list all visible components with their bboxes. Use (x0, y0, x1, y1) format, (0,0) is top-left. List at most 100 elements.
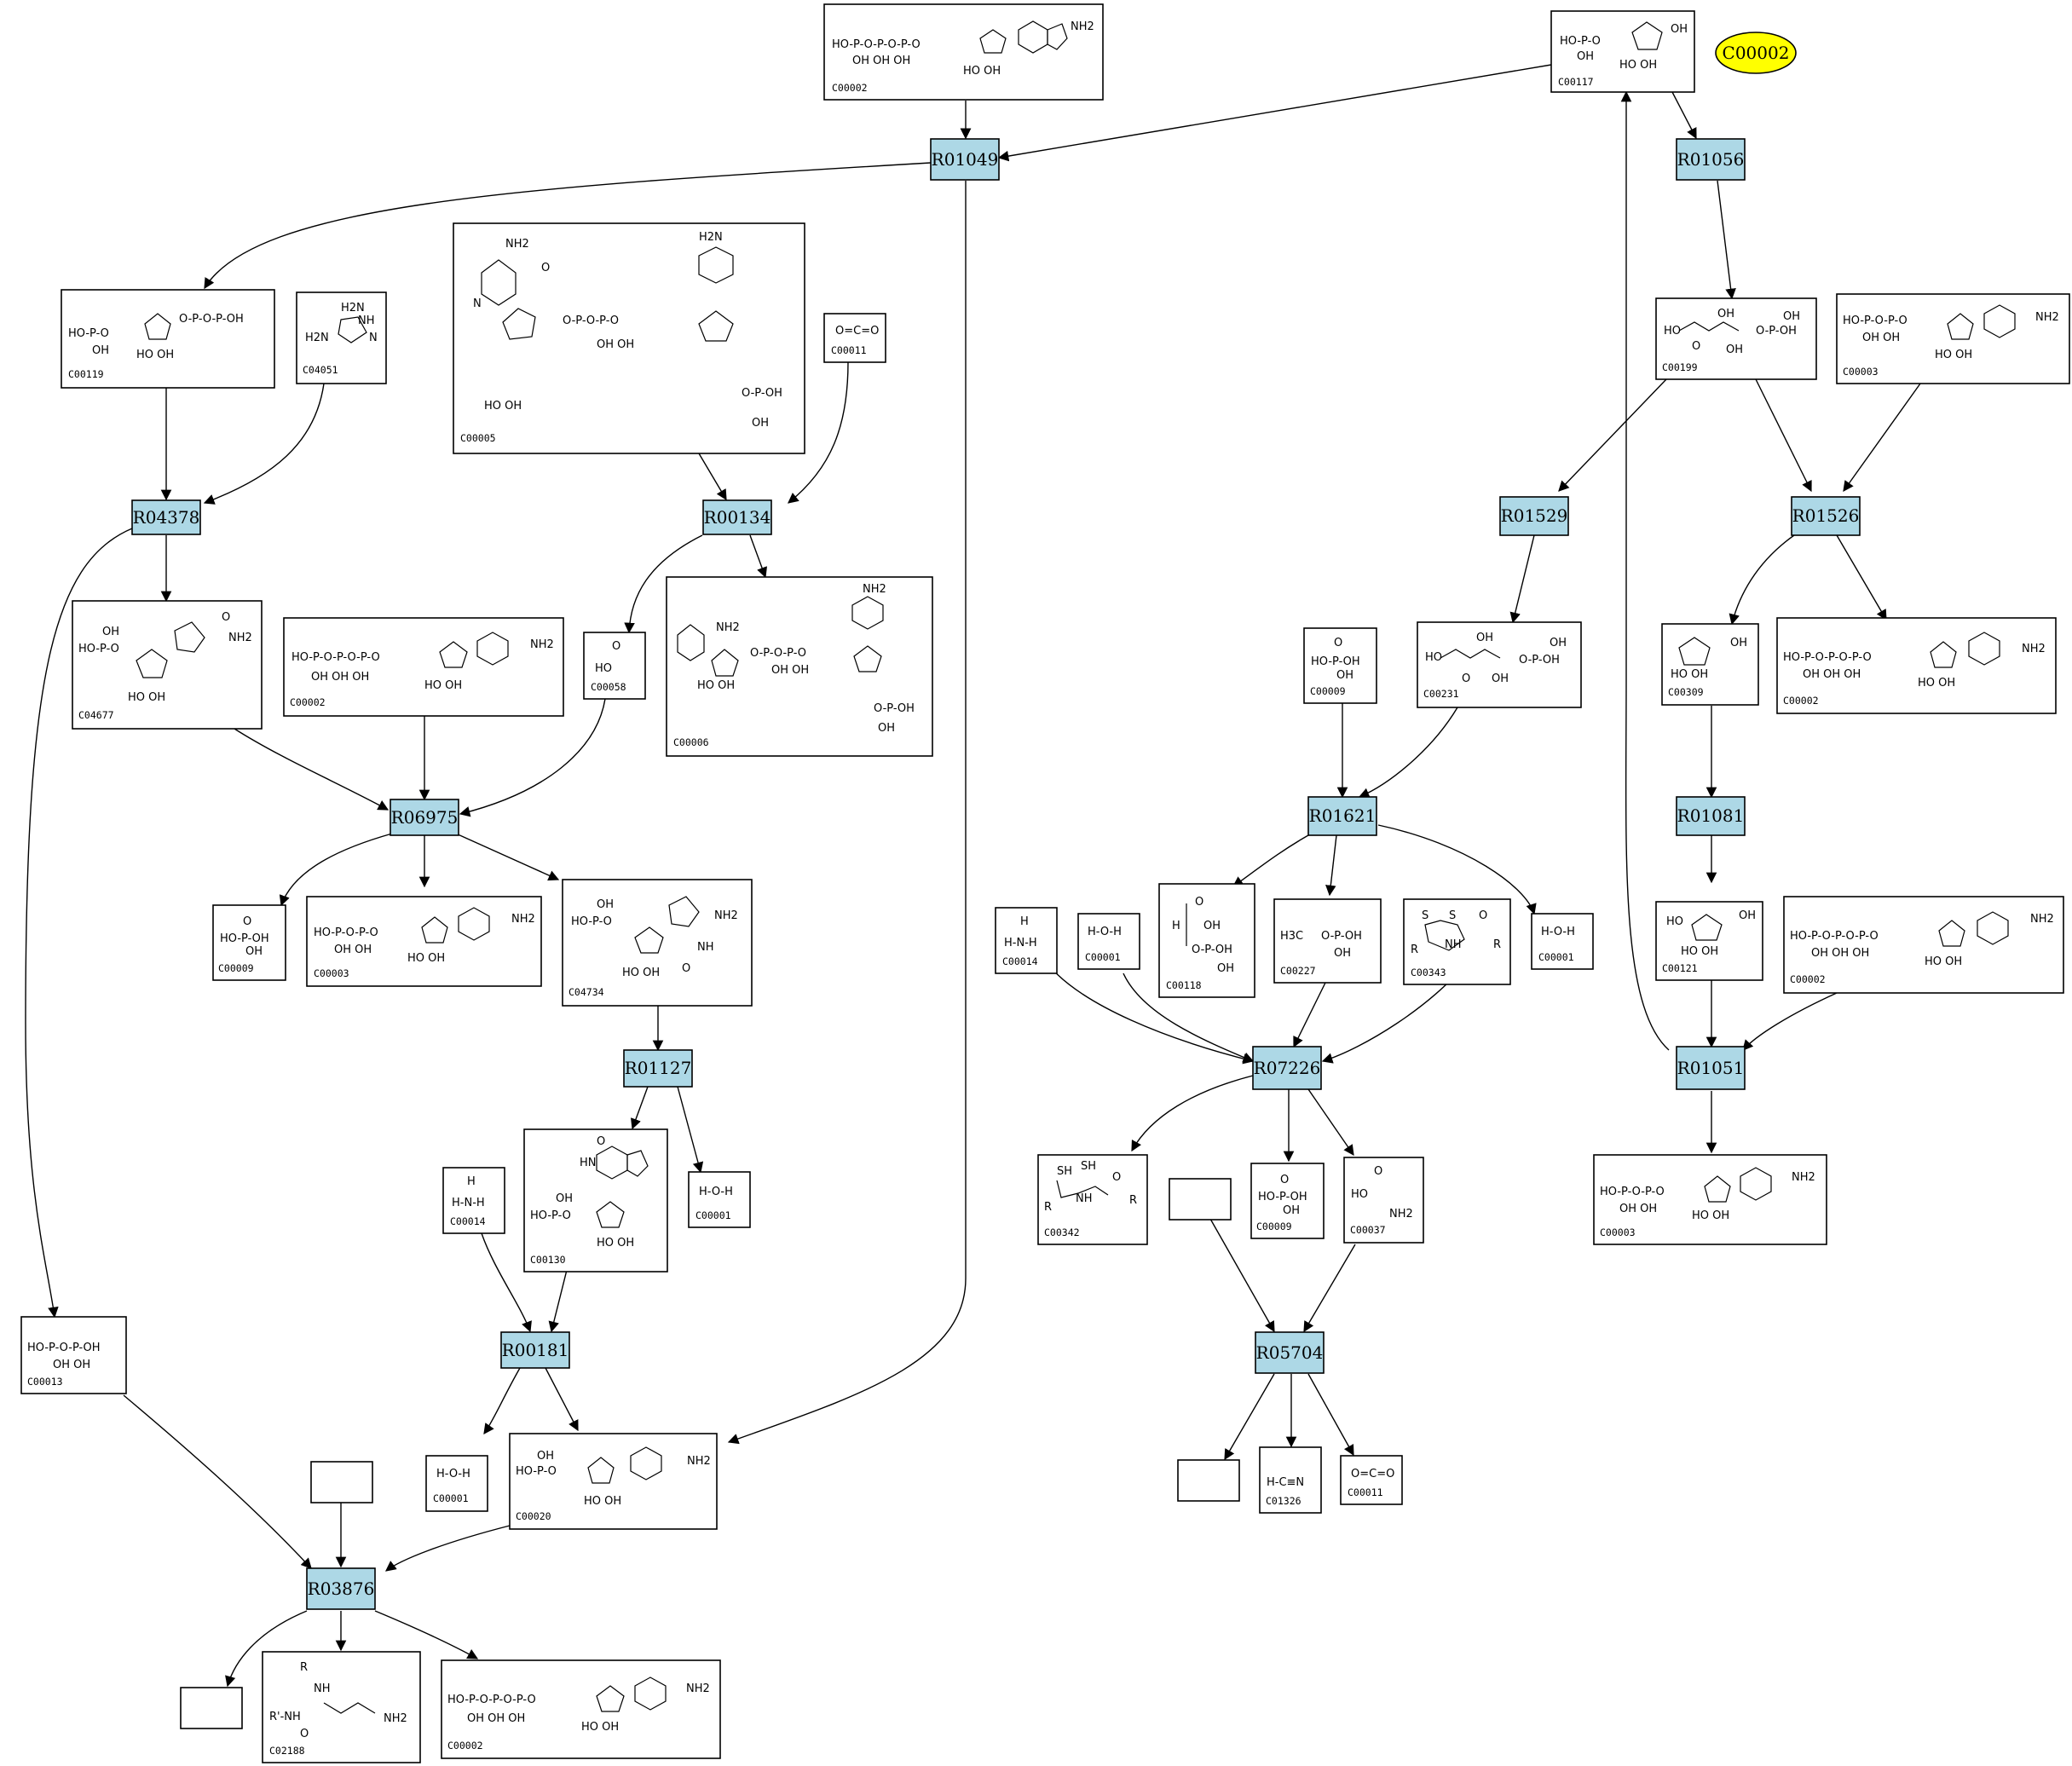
formula-fragment: HO OH (407, 952, 445, 965)
compound-c00231[interactable]: HO OH O-P-OH O OH OH C00231 (1417, 621, 1582, 708)
formula-fragment: N (369, 332, 378, 344)
compound-c00003-c[interactable]: HO-P-O-P-O OH OH NH2 HO OH C00003 (1593, 1154, 1827, 1245)
formula-fragment: O (1334, 637, 1342, 649)
formula-fragment: NH2 (1071, 20, 1094, 33)
formula-fragment: O-P-OH (1321, 930, 1362, 943)
reaction-id: R01081 (1677, 805, 1745, 826)
compound-c00003-a[interactable]: HO-P-O-P-O OH OH NH2 HO OH C00003 (306, 896, 542, 987)
compound-c00009-a[interactable]: O HO-P-OH OH C00009 (212, 904, 286, 981)
formula-fragment: H (467, 1175, 476, 1188)
compound-c00118[interactable]: O H OH O-P-OH OH C00118 (1158, 883, 1255, 998)
compound-id: C00014 (1002, 955, 1038, 967)
compound-c00342[interactable]: SH SH R NH O R C00342 (1037, 1154, 1148, 1245)
reaction-r04378[interactable]: R04378 (131, 499, 201, 535)
compound-c00020[interactable]: HO-P-O OH NH2 HO OH C00020 (509, 1433, 718, 1530)
compound-c00014-b[interactable]: H H-N-H C00014 (995, 907, 1058, 974)
reaction-r06975[interactable]: R06975 (390, 799, 459, 836)
compound-c00002-d[interactable]: HO-P-O-P-O-P-O OH OH OH NH2 HO OH C00002 (1776, 617, 2057, 714)
formula-fragment: HO OH (484, 400, 522, 413)
compound-c00011-a[interactable]: O=C=O C00011 (823, 313, 886, 363)
compound-c02188[interactable]: R NH R'-NH O NH2 C02188 (262, 1651, 421, 1763)
compound-c00002-b[interactable]: HO-P-O-P-O-P-O OH OH OH NH2 HO OH C00002 (283, 617, 564, 717)
reaction-id: R05704 (1256, 1342, 1324, 1363)
formula-fragment: H2N (341, 302, 365, 315)
compound-c00014-a[interactable]: H H-N-H C00014 (442, 1167, 505, 1234)
formula-fragment: HO OH (1925, 955, 1962, 968)
compound-id: C00342 (1044, 1226, 1080, 1238)
formula-fragment: HO-P-OH (220, 932, 269, 945)
compound-c00119[interactable]: HO-P-O OH O-P-O-P-OH HO OH C00119 (61, 289, 275, 389)
compound-c00002-e[interactable]: HO-P-O-P-O-P-O OH OH OH NH2 HO OH C00002 (1783, 896, 2064, 994)
compound-c04734[interactable]: HO-P-O OH NH2 NH HO OH O C04734 (562, 879, 753, 1007)
formula-fragment: NH2 (2022, 643, 2046, 655)
reaction-id: R01621 (1309, 805, 1377, 826)
compound-c00011-b[interactable]: O=C=O C00011 (1340, 1455, 1403, 1505)
compound-c00001-d[interactable]: H-O-H C00001 (1531, 913, 1594, 970)
compound-c00037[interactable]: O HO NH2 C00037 (1343, 1157, 1424, 1244)
compound-c00309[interactable]: OH HO OH C00309 (1661, 623, 1759, 706)
compound-c00006[interactable]: NH2 O-P-O-P-O OH OH NH2 HO OH O-P-OH OH … (666, 576, 933, 757)
highlighted-compound-c00002[interactable]: C00002 (1715, 32, 1797, 74)
reaction-r01526[interactable]: R01526 (1791, 496, 1861, 536)
reaction-r00134[interactable]: R00134 (702, 499, 772, 535)
compound-c00117[interactable]: HO-P-O OH OH HO OH C00117 (1550, 10, 1695, 93)
formula-fragment: NH2 (384, 1712, 407, 1725)
reaction-r07226[interactable]: R07226 (1252, 1046, 1322, 1090)
reaction-id: R00181 (502, 1340, 569, 1360)
compound-c00058[interactable]: O HO C00058 (583, 632, 646, 700)
compound-id: C00001 (1538, 951, 1574, 963)
formula-fragment: HO (595, 662, 612, 675)
reaction-r01127[interactable]: R01127 (623, 1049, 693, 1088)
compound-c04677[interactable]: HO-P-O OH NH2 O HO OH C04677 (72, 600, 263, 730)
formula-fragment: O (1195, 896, 1203, 909)
compound-c00013[interactable]: HO-P-O-P-OH OH OH C00013 (20, 1316, 127, 1394)
compound-unlabeled-2[interactable] (180, 1687, 243, 1729)
reaction-r00181[interactable]: R00181 (500, 1331, 570, 1369)
compound-c00001-c[interactable]: H-O-H C00001 (1077, 913, 1140, 970)
formula-fragment: H-C≡N (1267, 1476, 1304, 1489)
reaction-r03876[interactable]: R03876 (306, 1567, 376, 1610)
compound-c01326[interactable]: H-C≡N C01326 (1259, 1446, 1322, 1514)
formula-fragment: O (1374, 1165, 1382, 1178)
compound-c00009-b[interactable]: O HO-P-OH OH C00009 (1303, 627, 1377, 704)
compound-id: C00011 (1348, 1486, 1383, 1498)
compound-unlabeled-3[interactable] (1169, 1178, 1232, 1221)
compound-id: C00117 (1558, 76, 1594, 88)
formula-fragment: HO (1664, 325, 1681, 338)
compound-c00009-c[interactable]: O HO-P-OH OH C00009 (1250, 1163, 1325, 1239)
formula-fragment: HO-P-O (78, 643, 119, 655)
compound-c00001-a[interactable]: H-O-H C00001 (688, 1171, 751, 1228)
formula-fragment: O=C=O (1351, 1468, 1394, 1480)
compound-c00001-b[interactable]: H-O-H C00001 (425, 1455, 488, 1512)
formula-fragment: NH2 (686, 1682, 710, 1695)
reaction-r01049[interactable]: R01049 (930, 138, 1000, 181)
compound-c00003-b[interactable]: HO-P-O-P-O OH OH NH2 HO OH C00003 (1836, 293, 2070, 384)
formula-fragment: HO-P-O (1560, 35, 1601, 48)
compound-id: C00001 (433, 1492, 469, 1504)
reaction-r01621[interactable]: R01621 (1307, 796, 1377, 836)
compound-c00343[interactable]: S S R NH O R C00343 (1403, 898, 1511, 985)
formula-fragment: NH2 (1389, 1208, 1413, 1221)
compound-c00199[interactable]: HO OH O-P-OH O OH OH C00199 (1655, 297, 1817, 380)
reaction-r01056[interactable]: R01056 (1676, 138, 1746, 181)
reaction-r01529[interactable]: R01529 (1499, 496, 1569, 536)
compound-c00121[interactable]: OH HO HO OH C00121 (1655, 901, 1763, 981)
compound-c00002-c[interactable]: HO-P-O-P-O-P-O OH OH OH NH2 HO OH C00002 (441, 1659, 721, 1759)
formula-fragment: O (597, 1135, 605, 1148)
compound-c00002-top[interactable]: HO-P-O-P-O-P-O OH OH OH NH2 HO OH C00002 (823, 3, 1104, 101)
formula-fragment: O (1462, 672, 1470, 685)
compound-c00227[interactable]: H3C O-P-OH OH C00227 (1273, 898, 1382, 984)
compound-unlabeled-4[interactable] (1177, 1459, 1240, 1502)
formula-fragment: H (1172, 920, 1180, 932)
formula-fragment: HO-P-O-P-O-P-O (1790, 930, 1879, 943)
reaction-r01081[interactable]: R01081 (1676, 796, 1746, 836)
compound-c04051[interactable]: H2N NH N H2N C04051 (296, 291, 387, 384)
compound-unlabeled-1[interactable] (310, 1461, 373, 1503)
reaction-r01051[interactable]: R01051 (1676, 1046, 1746, 1090)
formula-fragment: N (473, 297, 482, 310)
formula-fragment: HO-P-O (516, 1465, 557, 1478)
compound-c00005[interactable]: NH2 O N O-P-O-P-O OH OH HO OH H2N O-P-OH… (453, 222, 805, 454)
compound-c00130[interactable]: HO-P-O OH HN O HO OH C00130 (523, 1128, 668, 1273)
reaction-r05704[interactable]: R05704 (1255, 1331, 1325, 1374)
reaction-id: R04378 (133, 507, 200, 528)
